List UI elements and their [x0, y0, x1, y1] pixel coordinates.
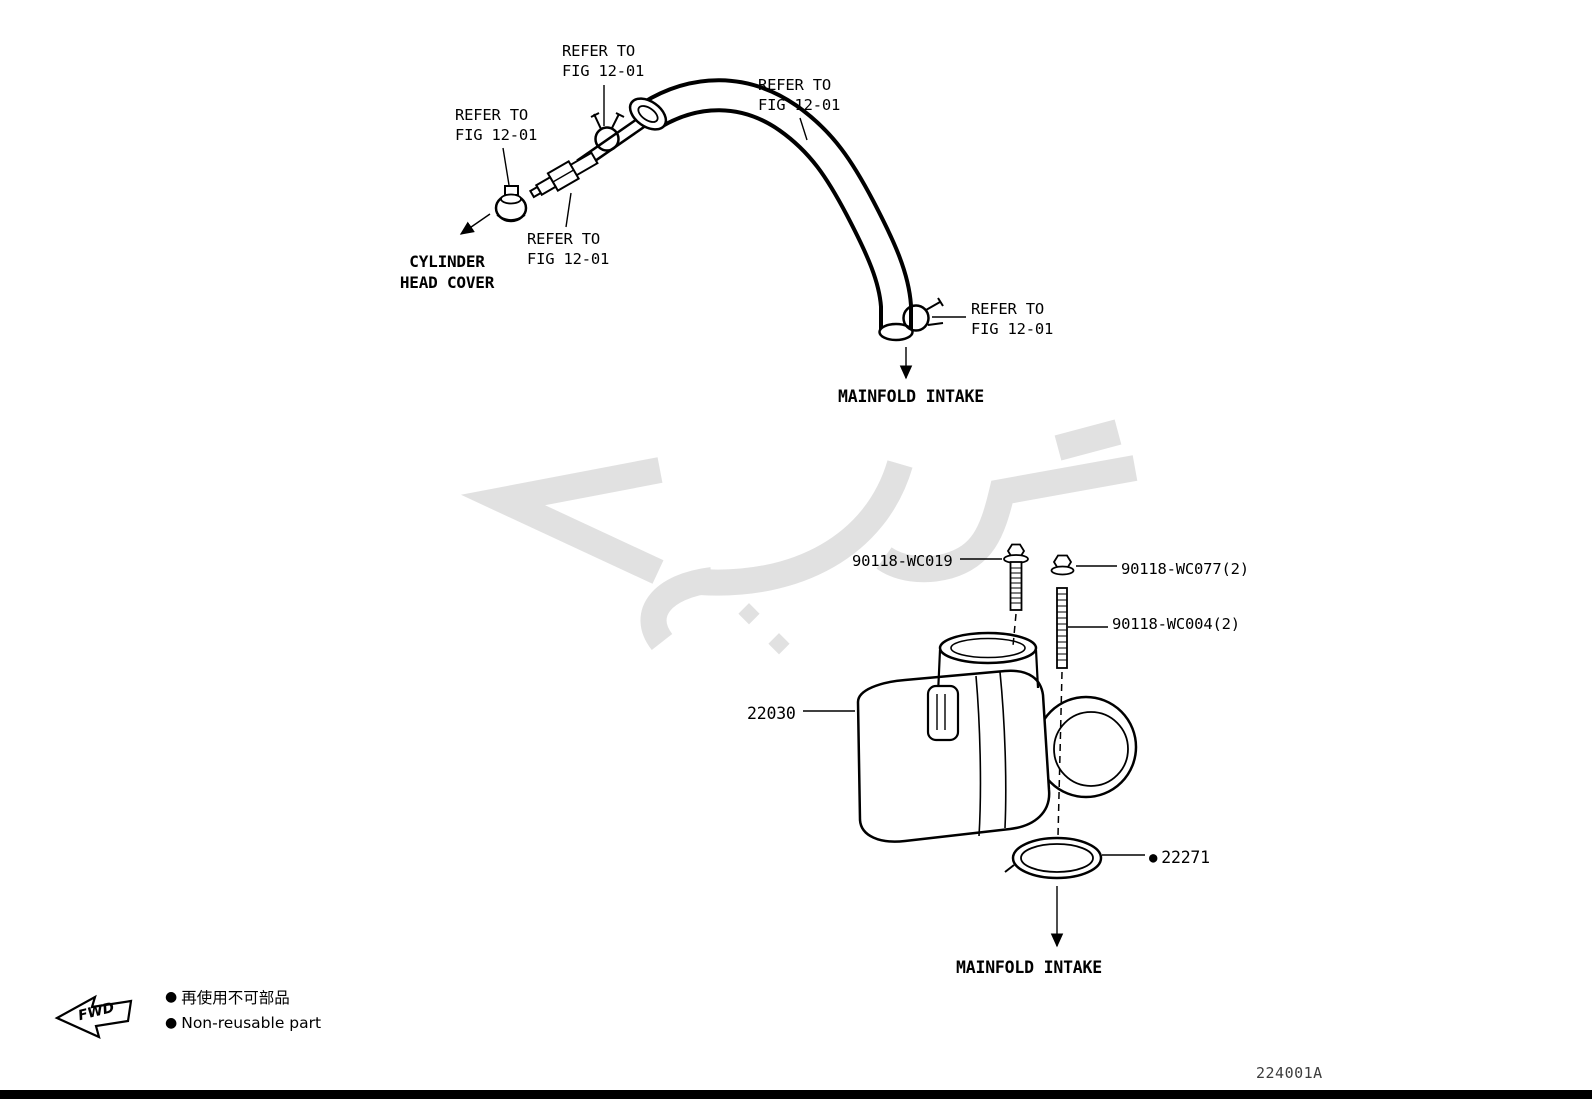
part-label-90118-wc019: 90118-WC019: [852, 552, 953, 570]
part-label-22030: 22030: [747, 704, 796, 723]
chamber-neck: [936, 631, 1040, 695]
intake-chamber-assembly: [803, 543, 1145, 948]
bullet-icon: ●: [165, 989, 178, 1005]
non-reusable-dot-icon: ●: [1149, 849, 1158, 866]
legend-non-reusable-jp: ● 再使用不可部品: [165, 986, 290, 1008]
flange-nut: [1050, 554, 1075, 576]
part-number-22271: 22271: [1161, 848, 1210, 867]
refer-fig-label-hose: REFER TO FIG 12-01: [758, 76, 841, 115]
bottom-border-bar: [0, 1090, 1592, 1099]
figure-number: 224001A: [1256, 1064, 1323, 1082]
leader-lines-top: [459, 85, 966, 380]
part-label-90118-wc077: 90118-WC077(2): [1121, 560, 1249, 578]
flange-bolt: [1003, 543, 1029, 611]
mainfold-intake-label-top: MAINFOLD INTAKE: [838, 387, 985, 406]
fwd-arrow-icon: [54, 994, 133, 1039]
watermark-logo: [460, 419, 1138, 655]
legend-non-reusable-en: ● Non-reusable part: [165, 1014, 321, 1032]
assembly-dashed-lines: [1012, 613, 1063, 837]
stud-bolt: [1056, 587, 1068, 669]
mainfold-intake-label-bottom: MAINFOLD INTAKE: [956, 958, 1103, 977]
leader-lines-lower: [803, 558, 1145, 948]
legend-en-text: Non-reusable part: [181, 1014, 322, 1032]
refer-fig-label-grommet: REFER TO FIG 12-01: [455, 106, 538, 145]
bullet-icon: ●: [165, 1015, 178, 1031]
refer-fig-label-valve: REFER TO FIG 12-01: [527, 230, 610, 269]
hose-clamp-icon: [902, 297, 944, 332]
refer-fig-label-clamp-top: REFER TO FIG 12-01: [562, 42, 645, 81]
refer-fig-label-clamp-right: REFER TO FIG 12-01: [971, 300, 1054, 339]
legend-jp-text: 再使用不可部品: [181, 989, 290, 1007]
ventilation-hose-assembly: [459, 78, 966, 380]
pcv-valve: [528, 151, 599, 199]
hose-clamp-icon: [590, 112, 625, 152]
cylinder-head-cover-label: CYLINDER HEAD COVER: [399, 252, 495, 293]
sensor-tab: [926, 684, 960, 742]
hose-end-opening: [878, 322, 914, 342]
grommet: [494, 185, 528, 223]
part-label-22271: ●22271: [1149, 847, 1210, 869]
chamber-body: [856, 669, 1051, 843]
part-label-90118-wc004: 90118-WC004(2): [1112, 615, 1240, 633]
gasket-ring: [1004, 836, 1103, 880]
